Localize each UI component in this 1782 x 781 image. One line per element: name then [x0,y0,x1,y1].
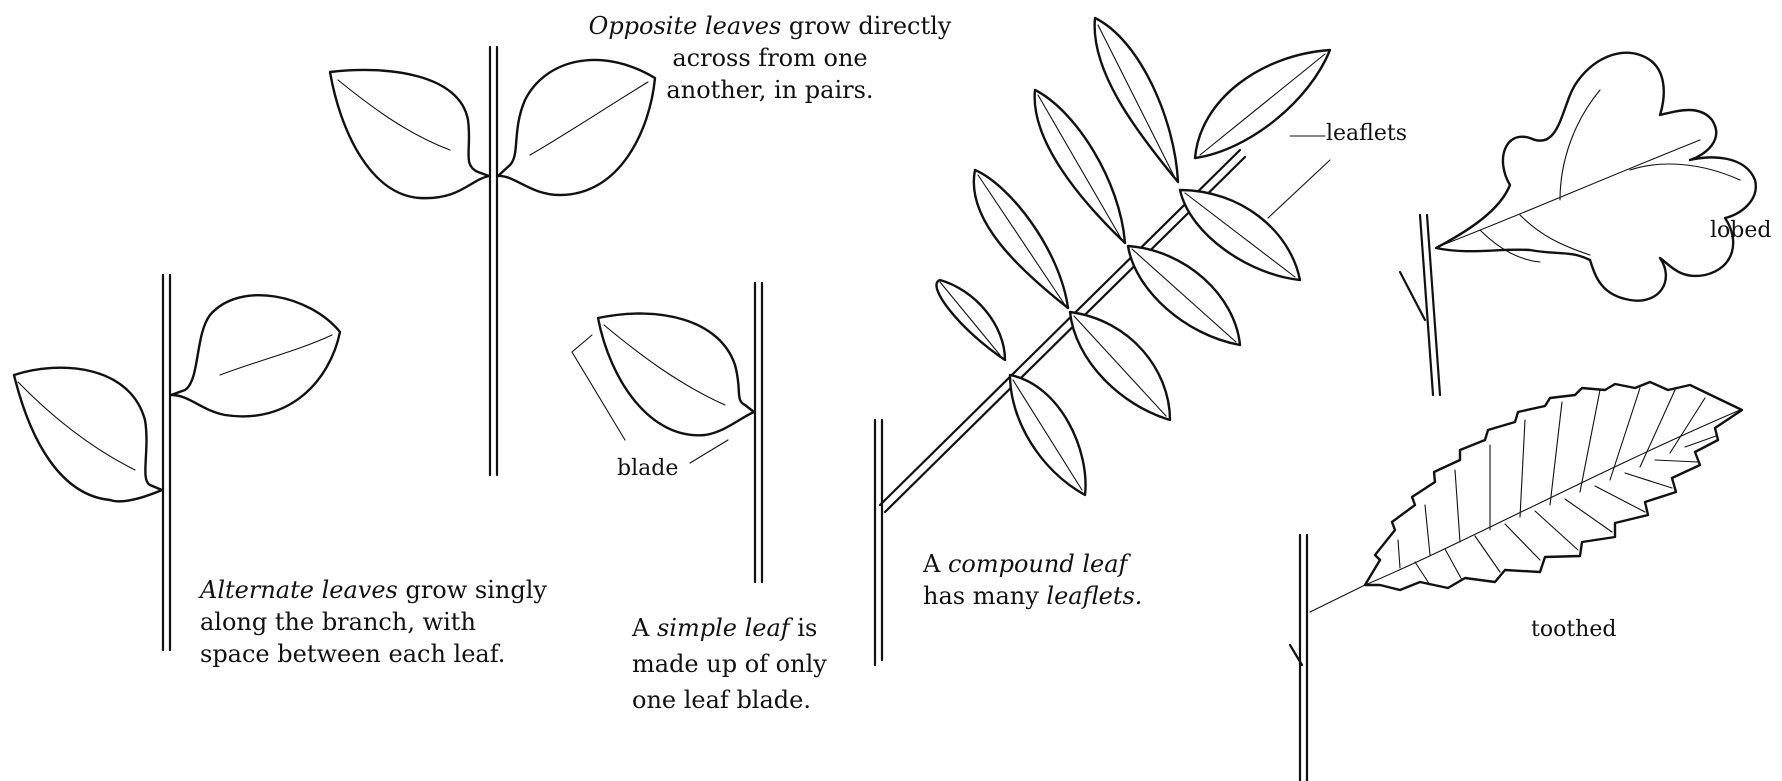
leaflets-callout-line-2 [1268,160,1330,218]
opposite-caption-line-1: Opposite leaves grow directly [565,10,975,42]
compound-caption-line-2: has many leaflets. [923,580,1142,612]
alternate-caption-text: grow singly [398,576,547,604]
alternate-caption-line-2: along the branch, with [200,606,547,638]
simple-leaf-blade [598,313,754,435]
opposite-caption-text: grow directly [781,12,951,40]
alternate-leaf-left [14,368,162,502]
alternate-leaves-caption: Alternate leaves grow singly along the b… [200,574,547,670]
blade-callout-line [690,440,728,463]
opposite-leaves-term: Opposite leaves [589,12,782,40]
opposite-caption-line-2: across from one [565,42,975,74]
alternate-caption-line-3: space between each leaf. [200,638,547,670]
leaflets-label: leaflets [1326,118,1407,150]
simple-caption-line-3: one leaf blade. [632,682,827,718]
alternate-leaves-term: Alternate leaves [200,576,398,604]
opposite-caption-line-3: another, in pairs. [565,74,975,106]
simple-caption-text: is [790,614,818,642]
toothed-leaf-blade [1365,382,1742,590]
opposite-leaves-caption: Opposite leaves grow directly across fro… [565,10,975,106]
lobed-leaf-illustration [1400,53,1756,395]
compound-caption-text: has many [923,582,1046,610]
simple-caption-line-2: made up of only [632,646,827,682]
compound-caption-line-1: A compound leaf [923,548,1142,580]
opposite-leaves-illustration [330,47,655,475]
simple-leaf-term: simple leaf [657,614,790,642]
simple-leaf-illustration [572,283,762,582]
compound-leaf-term: compound leaf [948,550,1127,578]
alternate-caption-line-1: Alternate leaves grow singly [200,574,547,606]
simple-caption-prefix: A [632,614,657,642]
lobed-label: lobed [1710,215,1771,247]
leaflets-term: leaflets. [1046,582,1142,610]
lobed-leaf-blade [1436,53,1756,301]
blade-label: blade [617,453,678,485]
alternate-leaf-right [171,295,340,416]
simple-leaf-caption: A simple leaf is made up of only one lea… [632,610,827,718]
simple-caption-line-1: A simple leaf is [632,610,827,646]
lobed-leaf-twig [1420,215,1433,395]
opposite-leaf-left [330,70,489,198]
compound-leaf-caption: A compound leaf has many leaflets. [923,548,1142,612]
toothed-label: toothed [1531,614,1616,646]
compound-caption-prefix: A [923,550,948,578]
toothed-leaf-illustration [1290,382,1742,781]
compound-leaf-branch [875,420,882,665]
